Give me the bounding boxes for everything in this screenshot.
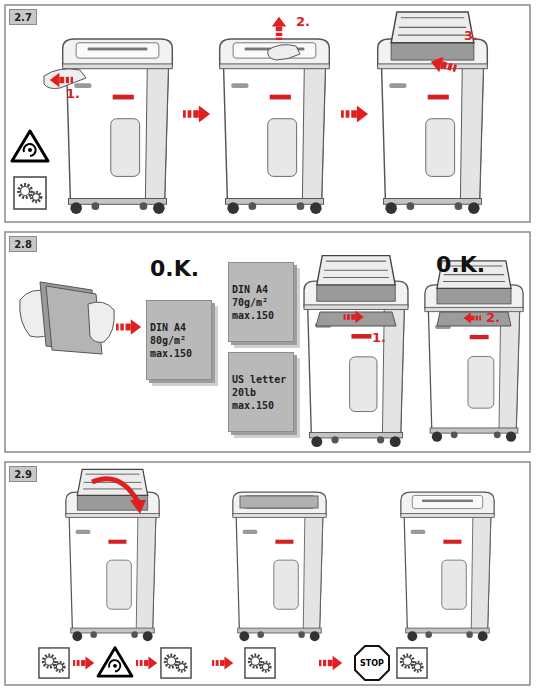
- motion-arrow: [272, 17, 286, 40]
- sequence-arrow: [341, 106, 368, 123]
- sequence-arrow: [212, 656, 233, 669]
- gear-icon: [14, 177, 46, 209]
- stop-sign: STOP: [354, 645, 390, 681]
- step-number: 1.: [66, 86, 80, 101]
- sequence-arrow: [136, 656, 157, 669]
- step-number: 2.: [486, 310, 500, 325]
- warning-icon: [98, 648, 132, 676]
- paper-spec-sheet: US letter 20lb max.150: [228, 352, 294, 432]
- shredder: [63, 39, 173, 214]
- shredder-open: [304, 256, 408, 447]
- figure-number-box: 2.9: [9, 466, 37, 482]
- paper-sheet: [240, 496, 318, 508]
- shredder-open: [425, 261, 523, 442]
- ok-mark: 0.K.: [150, 256, 199, 281]
- node-text: US letter 20lb max.150: [232, 373, 290, 412]
- gear-icon: [39, 648, 69, 678]
- node-text: 2.9: [14, 469, 32, 480]
- shredder: [401, 492, 494, 641]
- shredder-open: [378, 12, 488, 214]
- node-text: 2.8: [14, 239, 32, 250]
- node-text: 2.7: [14, 12, 32, 23]
- arrow-head: [130, 500, 146, 514]
- panel-frame: [5, 232, 530, 452]
- ok-mark: 0.K.: [436, 252, 485, 277]
- node-text: DIN A4 80g/m² max.150: [150, 321, 208, 360]
- step-number: 3.: [464, 28, 478, 43]
- gear-icon: [161, 648, 191, 678]
- hand: [44, 69, 86, 89]
- closing-arrow: [92, 479, 138, 502]
- motion-arrow: [344, 311, 364, 324]
- paper-spec-sheet: DIN A4 80g/m² max.150: [146, 300, 212, 380]
- sequence-arrow: [319, 656, 342, 670]
- motion-arrow: [50, 73, 73, 87]
- hand: [268, 45, 300, 60]
- stop-octagon-outline: [355, 646, 389, 680]
- step-number: 2.: [296, 14, 310, 29]
- sequence-arrow: [73, 656, 94, 669]
- shredder-open: [66, 469, 159, 641]
- panel-frame: [5, 5, 530, 222]
- sequence-arrow: [116, 319, 141, 335]
- shredder: [220, 39, 330, 214]
- sequence-arrow: [183, 106, 210, 123]
- figure-number-box: 2.8: [9, 236, 37, 252]
- node-text: DIN A4 70g/m² max.150: [232, 283, 290, 322]
- panel-frame: [5, 462, 530, 685]
- hand: [88, 302, 114, 342]
- gear-icon: [245, 648, 275, 678]
- figure-number-box: 2.7: [9, 9, 37, 25]
- motion-arrow: [429, 54, 458, 76]
- paper-spec-sheet: DIN A4 70g/m² max.150: [228, 262, 294, 342]
- node-text: STOP: [360, 659, 384, 668]
- motion-arrow: [464, 313, 481, 324]
- warning-icon: [12, 131, 48, 161]
- step-number: 1.: [372, 330, 386, 345]
- gear-icon: [397, 648, 427, 678]
- shredder: [233, 492, 326, 641]
